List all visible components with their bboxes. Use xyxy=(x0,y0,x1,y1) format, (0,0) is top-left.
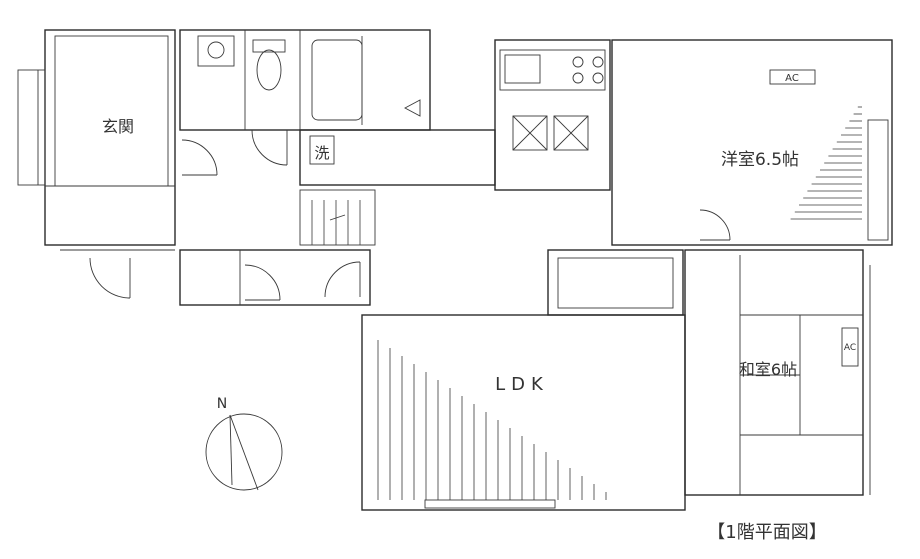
entrance-doors xyxy=(89,139,218,299)
western-room-label: 洋室6.5帖 xyxy=(721,150,799,170)
stairs xyxy=(299,189,376,246)
kitchen xyxy=(494,39,611,191)
ldk-hatch xyxy=(377,340,607,500)
japanese-room: AC 和室6帖 xyxy=(684,249,871,496)
western-ac-label: AC xyxy=(785,73,799,84)
washroom-mark: 洗 xyxy=(314,144,329,162)
western-room-hatch xyxy=(790,106,862,220)
ldk-label: LDK xyxy=(495,374,549,395)
compass: N xyxy=(205,396,283,491)
closet xyxy=(547,249,684,316)
japanese-ac-label: AC xyxy=(844,343,856,353)
washroom: 洗 xyxy=(299,129,496,186)
bath-doors xyxy=(251,129,288,166)
ldk-room: LDK xyxy=(361,314,686,511)
lower-hall xyxy=(179,249,371,306)
wet-area xyxy=(179,29,431,131)
floor-caption: 【1階平面図】 xyxy=(707,522,826,543)
entrance-area xyxy=(17,29,176,251)
western-room: AC 洋室6.5帖 xyxy=(611,39,893,246)
entrance-label: 玄関 xyxy=(102,117,134,136)
japanese-room-label: 和室6帖 xyxy=(739,360,797,379)
compass-north-label: N xyxy=(217,396,227,412)
